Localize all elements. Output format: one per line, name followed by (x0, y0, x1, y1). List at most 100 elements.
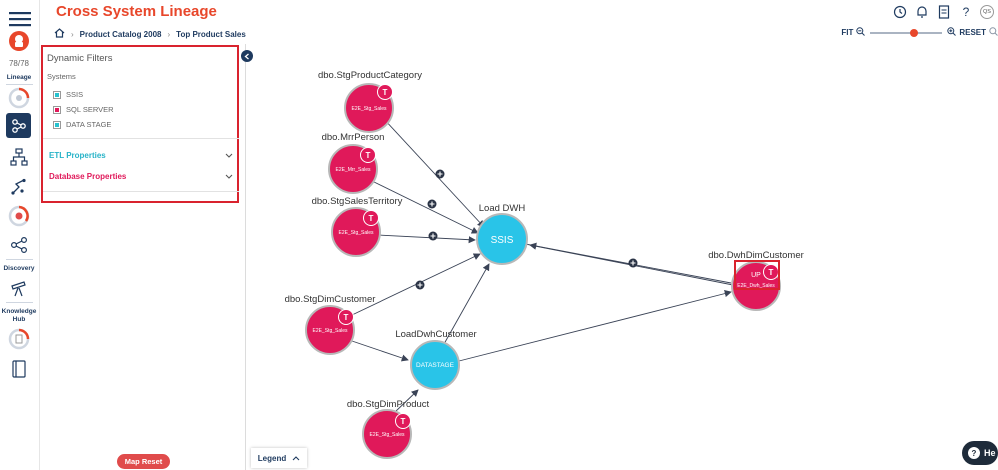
legend-button[interactable]: Legend (251, 448, 307, 468)
ssis-label: SSIS (66, 90, 84, 99)
node-inner-label: E2E_Stg_Sales (312, 328, 348, 334)
plus-icon[interactable] (415, 280, 425, 290)
sql-server-label: SQL SERVER (66, 105, 114, 114)
book-icon[interactable] (6, 356, 32, 382)
help-button[interactable]: ? He (962, 441, 998, 465)
telescope-icon[interactable] (6, 276, 32, 302)
left-rail: 78/78 Lineage Discovery Knowledge Hub (0, 0, 40, 470)
systems-label: Systems (47, 72, 76, 81)
plus-icon[interactable] (435, 169, 445, 179)
edge-expand-markers[interactable] (415, 169, 638, 290)
dynamic-filters-heading: Dynamic Filters (47, 53, 113, 64)
node-label: Load DWH (479, 203, 526, 214)
sql-server-checkbox[interactable] (53, 105, 61, 114)
type-badge: T (369, 214, 374, 223)
zoom-slider-knob[interactable] (910, 28, 919, 37)
hierarchy-icon[interactable] (6, 144, 32, 170)
filter-panel: Dynamic Filters Systems SSIS SQL SERVER … (40, 44, 246, 470)
node-inner-label: DATASTAGE (416, 362, 455, 369)
node-label: LoadDwhCustomer (395, 329, 476, 340)
rail-divider (6, 259, 33, 260)
edge-dimcustomer-datastage[interactable] (351, 340, 409, 362)
type-badge: T (769, 268, 774, 277)
filter-sql-server[interactable]: SQL SERVER (53, 105, 114, 114)
search-icon[interactable] (989, 27, 998, 38)
data-stage-checkbox[interactable] (53, 120, 61, 129)
page-header: Cross System Lineage › Product Catalog 2… (40, 0, 998, 44)
edge-dimproduct-datastage[interactable] (394, 389, 419, 413)
share-icon[interactable] (6, 232, 32, 258)
help-question-icon[interactable]: ? (962, 5, 970, 19)
type-badge: T (383, 88, 388, 97)
breadcrumb-report[interactable]: Top Product Sales (176, 29, 246, 39)
node-load-dwh-customer[interactable]: LoadDwhCustomer DATASTAGE (395, 329, 477, 390)
rail-divider (6, 84, 33, 85)
zoom-out-icon[interactable] (856, 27, 866, 38)
reset-button[interactable]: RESET (959, 28, 986, 37)
edge-mrrperson-ssis[interactable] (369, 179, 479, 234)
help-label: He (984, 448, 996, 458)
zoom-in-icon[interactable] (947, 27, 957, 38)
type-badge: T (401, 417, 406, 426)
lineage-graph[interactable]: dbo.StgProductCategory E2E_Stg_Sales T d… (247, 44, 998, 470)
node-tag: UP (751, 272, 761, 279)
node-label: dbo.MrrPerson (322, 132, 385, 143)
chevron-down-icon (225, 172, 233, 181)
filter-data-stage[interactable]: DATA STAGE (53, 120, 111, 129)
node-stg-dim-product[interactable]: dbo.StgDimProduct E2E_Stg_Sales T (347, 399, 430, 459)
zoom-slider[interactable] (870, 28, 943, 37)
filter-ssis[interactable]: SSIS (53, 90, 83, 99)
edge-ssis-dimcustomer[interactable] (519, 242, 732, 284)
chevron-down-icon (225, 151, 233, 160)
cross-system-lineage-icon[interactable] (6, 113, 31, 138)
node-load-dwh[interactable]: Load DWH SSIS (476, 203, 528, 265)
flow-icon[interactable] (6, 174, 32, 200)
chevron-up-icon (292, 454, 300, 463)
history-icon[interactable] (892, 4, 908, 20)
header-toolbar: ? QS (892, 4, 994, 20)
plus-icon[interactable] (427, 199, 437, 209)
etl-properties-row[interactable]: ETL Properties (45, 145, 237, 165)
collapse-panel-button[interactable] (241, 50, 253, 62)
page-title: Cross System Lineage (56, 3, 217, 20)
edge-salesterritory-ssis[interactable] (377, 234, 476, 244)
document-icon[interactable] (936, 4, 952, 20)
node-mrr-person[interactable]: dbo.MrrPerson E2E_Mrr_Sales T (322, 132, 385, 194)
breadcrumb-catalog[interactable]: Product Catalog 2008 (79, 29, 162, 39)
highlight-box (734, 260, 780, 290)
database-properties-label: Database Properties (49, 171, 127, 181)
map-reset-button[interactable]: Map Reset (117, 454, 170, 469)
help-icon: ? (968, 447, 980, 459)
plus-icon[interactable] (628, 258, 638, 268)
node-inner-label: SSIS (491, 235, 514, 246)
bell-icon[interactable] (914, 4, 930, 20)
fit-button[interactable]: FIT (841, 28, 854, 37)
hub-label: Hub (12, 316, 26, 323)
node-stg-product-category[interactable]: dbo.StgProductCategory E2E_Stg_Sales T (318, 70, 422, 133)
plus-icon[interactable] (428, 231, 438, 241)
node-inner-label: E2E_Stg_Sales (351, 106, 387, 112)
database-properties-row[interactable]: Database Properties (45, 166, 237, 186)
knowledge-hub-icon[interactable] (6, 326, 32, 352)
node-label: dbo.StgDimCustomer (285, 294, 376, 305)
home-icon[interactable] (54, 28, 65, 40)
dynamic-filters-box: Dynamic Filters Systems SSIS SQL SERVER … (41, 45, 239, 203)
lineage-label: Lineage (6, 74, 32, 81)
node-stg-sales-territory[interactable]: dbo.StgSalesTerritory E2E_Stg_Sales T (312, 196, 403, 257)
user-avatar[interactable]: QS (980, 5, 994, 19)
edge-datastage-dimcustomer[interactable] (458, 290, 732, 362)
menu-icon[interactable] (7, 6, 33, 32)
node-stg-dim-customer[interactable]: dbo.StgDimCustomer E2E_Stg_Sales T (285, 294, 376, 355)
edge-productcategory-ssis[interactable] (382, 117, 485, 228)
node-label: dbo.StgProductCategory (318, 70, 422, 81)
node-dwh-dim-customer[interactable]: dbo.DwhDimCustomer UP E2E_Dwh_Sales T (708, 250, 804, 311)
lineage-module-icon[interactable] (6, 85, 32, 111)
ssis-checkbox[interactable] (53, 90, 61, 99)
impact-module-icon[interactable] (6, 203, 32, 229)
breadcrumb-separator: › (71, 29, 74, 39)
edge-datastage-ssis[interactable] (443, 263, 490, 345)
rail-divider (6, 302, 33, 303)
panel-divider (43, 138, 239, 139)
type-badge: T (366, 151, 371, 160)
zoom-controls: FIT RESET (841, 27, 998, 38)
